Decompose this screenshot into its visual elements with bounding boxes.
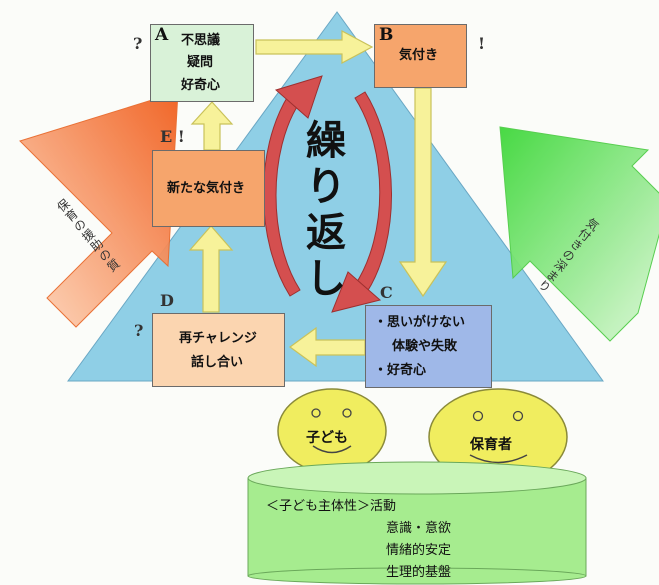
box-d-retry: 再チャレンジ 話し合い [152,313,285,387]
box-d-line-2: 話し合い [191,355,244,370]
arrow-d-to-e [188,225,234,313]
box-a-line-1: 不思議 [181,33,221,48]
repeat-char-2: り [306,164,346,210]
box-c-experience: ・思いがけない 体験や失敗 ・好奇心 [365,305,492,388]
box-a-line-2: 疑問 [187,55,214,70]
box-a-letter: A [155,25,169,45]
box-b-letter: B [379,25,394,45]
question-mark-d: ? [134,321,144,340]
box-d-letter: D [160,291,174,310]
box-e-new-awareness: 新たな気付き [152,150,265,227]
flow-arrows [188,30,448,368]
repeat-char-4: し [306,256,346,302]
base-item-3: 生理的基盤 [386,565,452,580]
teacher-face-label: 保育者 [470,437,512,453]
child-face-label: 子ども [306,430,348,446]
box-a-line-3: 好奇心 [181,78,221,93]
box-e-letter: E ! [160,127,185,146]
arrow-e-to-a [190,101,234,151]
exclaim-mark-b: ! [478,34,486,53]
base-cylinder [247,461,587,585]
question-mark-a: ? [133,34,143,53]
box-d-line-1: 再チャレンジ [179,331,257,346]
box-b-line-1: 気付き [399,48,439,63]
box-c-line-3: ・好奇心 [374,363,427,378]
box-b-awareness: B 気付き [374,24,467,88]
base-item-1: 意識・意欲 [386,521,452,536]
box-c-line-2: 体験や失敗 [392,339,458,354]
box-e-line-1: 新たな気付き [167,181,246,196]
box-c-letter: C [380,283,393,302]
box-c-line-1: ・思いがけない [374,315,466,330]
base-item-2: 情緒的安定 [386,543,452,558]
repeat-label: 繰 り 返 し [296,118,356,302]
repeat-char-1: 繰 [306,118,346,164]
repeat-cycle-arrows [263,75,392,313]
base-title: ＜子ども主体性＞活動 [266,499,397,514]
repeat-char-3: 返 [306,210,346,256]
box-a-wonder: A 不思議 疑問 好奇心 [150,24,254,102]
arrow-a-to-b [255,30,374,64]
arrow-b-to-c [398,87,448,298]
awareness-depth-arrow [499,126,659,342]
arrow-c-to-d [288,326,366,368]
